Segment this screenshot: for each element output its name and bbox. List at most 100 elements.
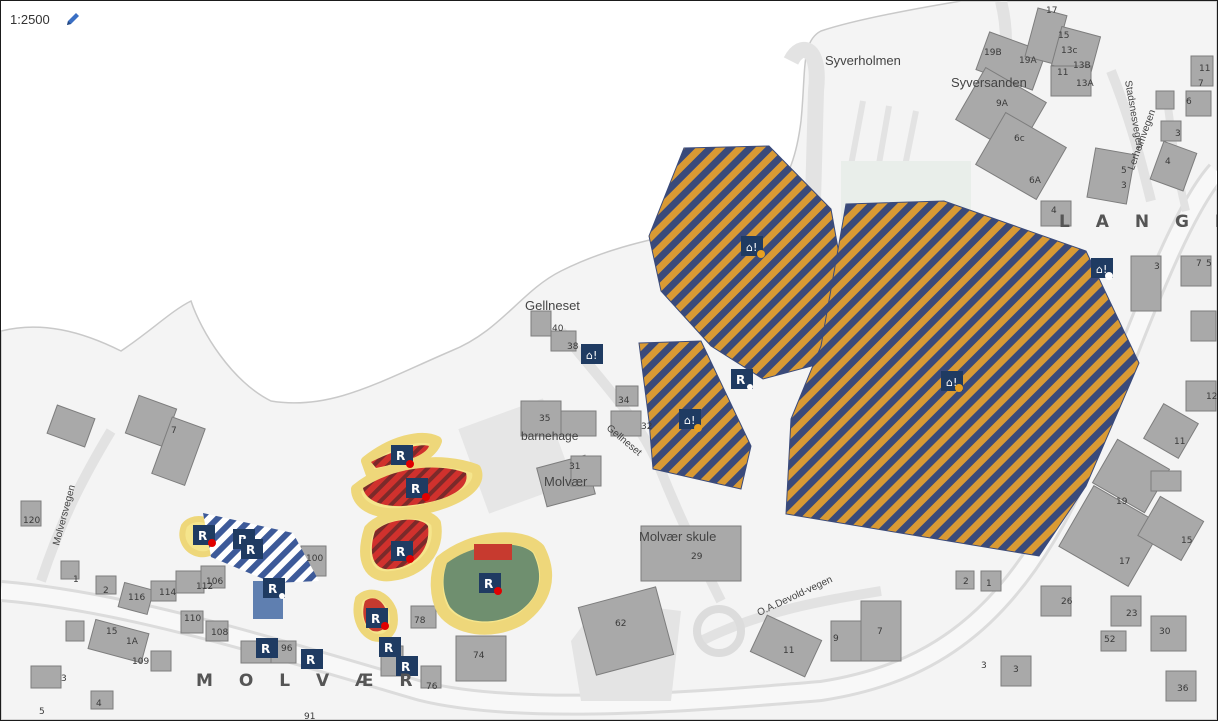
svg-text:32: 32 — [641, 422, 652, 432]
roundabout — [693, 605, 745, 657]
flag-r-icon[interactable]: R — [379, 637, 401, 657]
flag-r-icon[interactable]: R — [366, 608, 389, 630]
road-molversvegen — [36, 428, 116, 583]
road-stadsnes — [1106, 69, 1156, 203]
svg-text:⌂!: ⌂! — [586, 349, 597, 362]
svg-text:R: R — [261, 642, 270, 656]
svg-text:2: 2 — [103, 586, 109, 596]
svg-text:31: 31 — [569, 462, 580, 472]
svg-text:R: R — [306, 653, 315, 667]
svg-text:106: 106 — [206, 577, 223, 587]
house-warning-icon[interactable]: ⌂! — [741, 236, 765, 258]
house-numbers: 17 15 13c 13B 11 13A 19B 19A 9A 6c 6A 5 … — [23, 6, 1217, 720]
flag-r-icon[interactable]: R — [406, 478, 430, 501]
label-molvaer: Molvær — [544, 474, 588, 489]
hazard-zone-north[interactable] — [648, 145, 847, 380]
svg-text:23: 23 — [1126, 609, 1137, 619]
svg-text:110: 110 — [184, 614, 201, 624]
svg-text:52: 52 — [1104, 635, 1115, 645]
marker-layer: ⌂! ⌂! ⌂! ⌂! ⌂! R R R R R R R R R R R R R… — [193, 236, 1113, 676]
svg-text:17: 17 — [1046, 6, 1057, 16]
svg-text:5: 5 — [39, 707, 45, 717]
svg-text:96: 96 — [281, 644, 293, 654]
svg-text:R: R — [246, 543, 255, 557]
label-gellneset: Gellneset — [525, 298, 580, 313]
svg-text:116: 116 — [128, 593, 145, 603]
scale-panel: 1:2500 — [1, 1, 327, 39]
svg-text:9A: 9A — [996, 99, 1009, 109]
svg-text:74: 74 — [473, 651, 485, 661]
pier — [783, 41, 825, 202]
svg-text:4: 4 — [1165, 157, 1171, 167]
svg-text:34: 34 — [618, 396, 630, 406]
house-warning-icon[interactable]: ⌂! — [581, 344, 603, 364]
svg-text:15: 15 — [1181, 536, 1192, 546]
svg-text:R: R — [371, 612, 380, 626]
flag-r-icon[interactable]: R — [263, 578, 285, 599]
svg-text:17: 17 — [1119, 557, 1130, 567]
svg-text:7: 7 — [877, 627, 883, 637]
house-warning-icon[interactable]: ⌂! — [941, 371, 963, 392]
svg-text:1A: 1A — [126, 637, 139, 647]
svg-text:11: 11 — [1199, 64, 1210, 74]
svg-text:R: R — [411, 482, 420, 496]
svg-text:6A: 6A — [1029, 176, 1042, 186]
svg-text:91: 91 — [304, 712, 315, 720]
svg-text:3: 3 — [61, 674, 67, 684]
label-molvaer-skule: Molvær skule — [639, 529, 716, 544]
svg-text:7: 7 — [171, 426, 177, 436]
house-warning-icon[interactable]: ⌂! — [1091, 258, 1113, 280]
flag-r-icon[interactable]: R — [391, 445, 414, 468]
svg-text:11: 11 — [1057, 68, 1068, 78]
label-langev: L A N G E V — [1059, 212, 1217, 232]
svg-text:7: 7 — [1198, 79, 1204, 89]
flag-r-icon[interactable]: R — [391, 541, 414, 563]
svg-text:1: 1 — [986, 579, 992, 589]
svg-text:⌂!: ⌂! — [946, 376, 957, 389]
label-syversanden: Syversanden — [951, 75, 1027, 90]
scale-label: 1:2500 — [10, 12, 50, 27]
svg-text:7: 7 — [1196, 259, 1202, 269]
svg-text:12: 12 — [1206, 392, 1217, 402]
svg-text:112: 112 — [196, 582, 213, 592]
pencil-icon[interactable] — [64, 10, 82, 28]
flag-r-icon[interactable]: R — [241, 539, 263, 559]
svg-text:R: R — [396, 545, 405, 559]
svg-text:109: 109 — [132, 657, 149, 667]
svg-text:19A: 19A — [1019, 56, 1037, 66]
svg-text:6c: 6c — [1014, 134, 1025, 144]
svg-text:5: 5 — [1121, 166, 1127, 176]
svg-text:⌂!: ⌂! — [1096, 263, 1107, 276]
svg-text:R: R — [736, 373, 745, 387]
svg-text:114: 114 — [159, 588, 176, 598]
svg-text:⌂!: ⌂! — [746, 241, 757, 254]
svg-text:13B: 13B — [1073, 61, 1091, 71]
flag-r-icon[interactable]: R — [256, 638, 278, 658]
flag-r-icon[interactable]: R — [731, 369, 753, 390]
flag-r-icon[interactable]: R — [301, 649, 323, 669]
svg-text:15: 15 — [106, 627, 117, 637]
svg-text:5: 5 — [1206, 259, 1212, 269]
flag-r-icon[interactable]: R — [193, 525, 216, 547]
svg-text:6: 6 — [1186, 97, 1192, 107]
svg-text:40: 40 — [552, 324, 564, 334]
svg-text:19: 19 — [1116, 497, 1128, 507]
svg-text:R: R — [198, 529, 207, 543]
svg-text:108: 108 — [211, 628, 228, 638]
svg-text:9: 9 — [833, 634, 839, 644]
house-warning-icon[interactable]: ⌂! — [679, 409, 702, 432]
flag-r-icon[interactable]: R — [479, 573, 502, 595]
svg-text:100: 100 — [306, 554, 323, 564]
svg-text:30: 30 — [1159, 627, 1171, 637]
buildings — [20, 7, 1217, 710]
label-molvaer-big: M O L V Æ R — [196, 671, 423, 691]
svg-text:78: 78 — [414, 616, 426, 626]
svg-text:11: 11 — [783, 646, 794, 656]
svg-text:3: 3 — [1154, 262, 1160, 272]
svg-text:⌂!: ⌂! — [684, 414, 695, 427]
label-syverholmen: Syverholmen — [825, 53, 901, 68]
svg-text:76: 76 — [426, 682, 438, 692]
flag-r-icon[interactable]: R — [396, 656, 418, 676]
